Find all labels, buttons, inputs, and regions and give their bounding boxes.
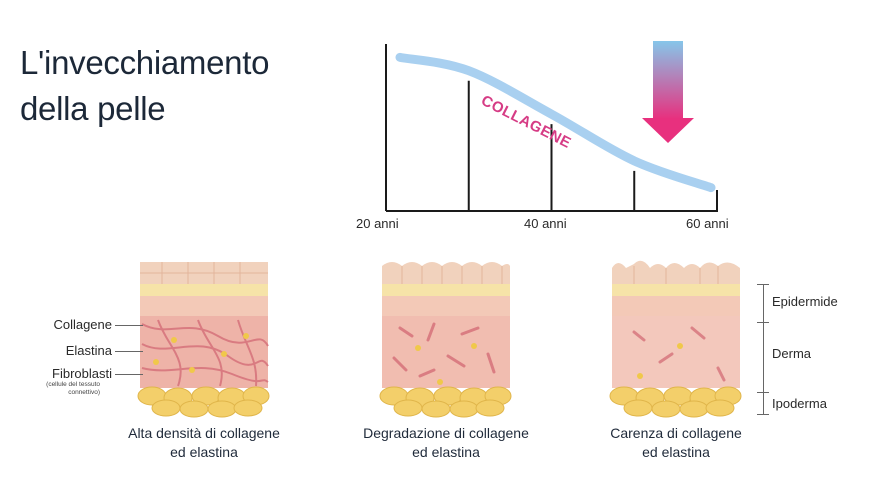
caption-panel-3: Carenza di collagene ed elastina <box>566 424 786 462</box>
x-tick-label-60: 60 anni <box>686 216 729 231</box>
page-title: L'invecchiamento della pelle <box>20 40 269 132</box>
bracket-epidermide <box>757 284 764 322</box>
caption-panel-3-line-1: Carenza di collagene <box>610 425 742 441</box>
skin-tile-young <box>137 262 270 418</box>
label-elastina: Elastina <box>65 343 112 358</box>
title-line-1: L'invecchiamento <box>20 44 270 81</box>
label-ipoderma: Ipoderma <box>772 396 827 411</box>
caption-panel-1-line-1: Alta densità di collagene <box>128 425 280 441</box>
caption-panel-2: Degradazione di collagene ed elastina <box>336 424 556 462</box>
bracket-ipoderma <box>757 392 764 414</box>
caption-panel-3-line-2: ed elastina <box>642 444 710 460</box>
label-fibroblasti: Fibroblasti <box>52 366 112 381</box>
bracket-derma <box>757 322 764 392</box>
label-epidermide: Epidermide <box>772 294 838 309</box>
label-collagene: Collagene <box>53 317 112 332</box>
collagen-chart <box>385 41 718 212</box>
caption-panel-2-line-1: Degradazione di collagene <box>363 425 529 441</box>
label-derma: Derma <box>772 346 812 361</box>
bracket-tick-bottom <box>757 414 769 415</box>
title-line-2: della pelle <box>20 90 166 127</box>
leader-collagene <box>115 325 143 326</box>
leader-fibroblasti <box>115 374 143 375</box>
caption-panel-1: Alta densità di collagene ed elastina <box>94 424 314 462</box>
x-tick-label-40: 40 anni <box>524 216 567 231</box>
collagen-curve <box>395 52 716 193</box>
skin-tile-old <box>609 260 742 418</box>
x-tick-label-20: 20 anni <box>356 216 399 231</box>
caption-panel-2-line-2: ed elastina <box>412 444 480 460</box>
caption-panel-1-line-2: ed elastina <box>170 444 238 460</box>
down-arrow <box>642 41 694 143</box>
skin-tile-middle <box>379 262 512 418</box>
leader-elastina <box>115 351 143 352</box>
label-fibroblasti-note: (cellule del tessuto connettivo) <box>46 381 100 396</box>
